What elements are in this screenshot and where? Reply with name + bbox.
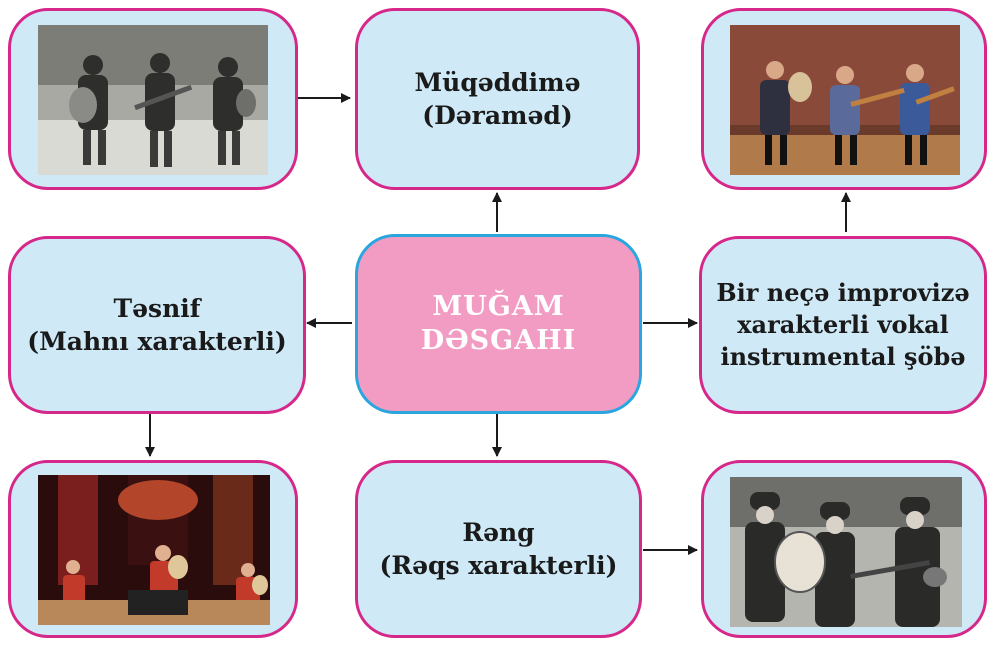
historic-ensemble-bw-photo	[730, 477, 962, 627]
photo-box-3	[8, 460, 298, 638]
center-label: MUĞAM DƏSGAHI	[413, 290, 585, 358]
center-title-line1: MUĞAM	[432, 291, 565, 322]
photo-box-2	[701, 8, 987, 190]
tesnif-subtitle: (Mahnı xarakterli)	[27, 327, 287, 356]
mugaddime-title: Müqəddimə	[414, 68, 581, 97]
tesnif-title: Təsnif	[113, 294, 201, 323]
center-node: MUĞAM DƏSGAHI	[355, 234, 642, 414]
concert-stage-color-photo	[38, 475, 270, 625]
reng-label: Rəng (Rəqs xarakterli)	[371, 516, 625, 582]
tesnif-label: Təsnif (Mahnı xarakterli)	[19, 292, 295, 358]
sobe-node: Bir neçə improvizə xarakterli vokal inst…	[699, 236, 987, 414]
photo-box-4	[701, 460, 987, 638]
center-title-line2: DƏSGAHI	[420, 325, 577, 356]
trio-musicians-bw-photo	[38, 25, 268, 175]
reng-title: Rəng	[462, 518, 535, 547]
tesnif-node: Təsnif (Mahnı xarakterli)	[8, 236, 306, 414]
sobe-line2: xarakterli vokal	[737, 310, 949, 339]
mugaddime-subtitle: (Dəramәd)	[422, 101, 573, 130]
photo-box-1	[8, 8, 298, 190]
sobe-line1: Bir neçə improvizə	[716, 278, 970, 307]
mugaddime-label: Müqəddimə (Dəramәd)	[406, 66, 588, 132]
sobe-line3: instrumental şöbə	[720, 342, 966, 371]
reng-node: Rəng (Rəqs xarakterli)	[355, 460, 642, 638]
sobe-label: Bir neçə improvizə xarakterli vokal inst…	[712, 277, 973, 373]
reng-subtitle: (Rəqs xarakterli)	[379, 551, 618, 580]
mugaddime-node: Müqəddimə (Dəramәd)	[355, 8, 640, 190]
trio-on-stage-color-photo	[730, 25, 960, 175]
